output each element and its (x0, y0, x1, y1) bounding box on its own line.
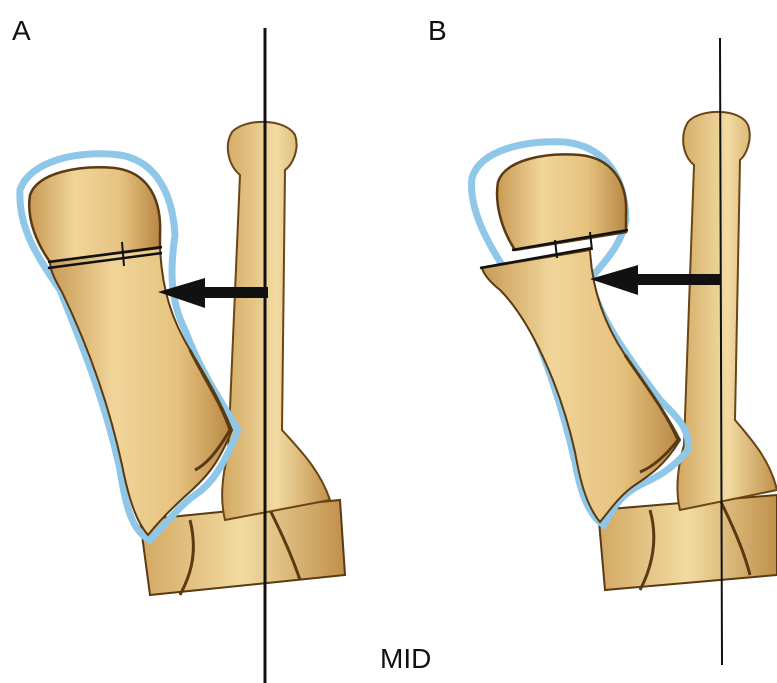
panel-b-letter: B (428, 15, 447, 46)
panel-a-second-metatarsal (222, 122, 330, 520)
panel-a-proximal-phalanx (29, 167, 160, 262)
panel-a: A (12, 15, 345, 683)
mid-axis-label: MID (380, 643, 431, 674)
panel-b: B (428, 15, 777, 665)
panel-b-proximal-phalanx (497, 154, 626, 250)
panel-a-letter: A (12, 15, 31, 46)
panel-b-second-metatarsal (677, 112, 777, 510)
